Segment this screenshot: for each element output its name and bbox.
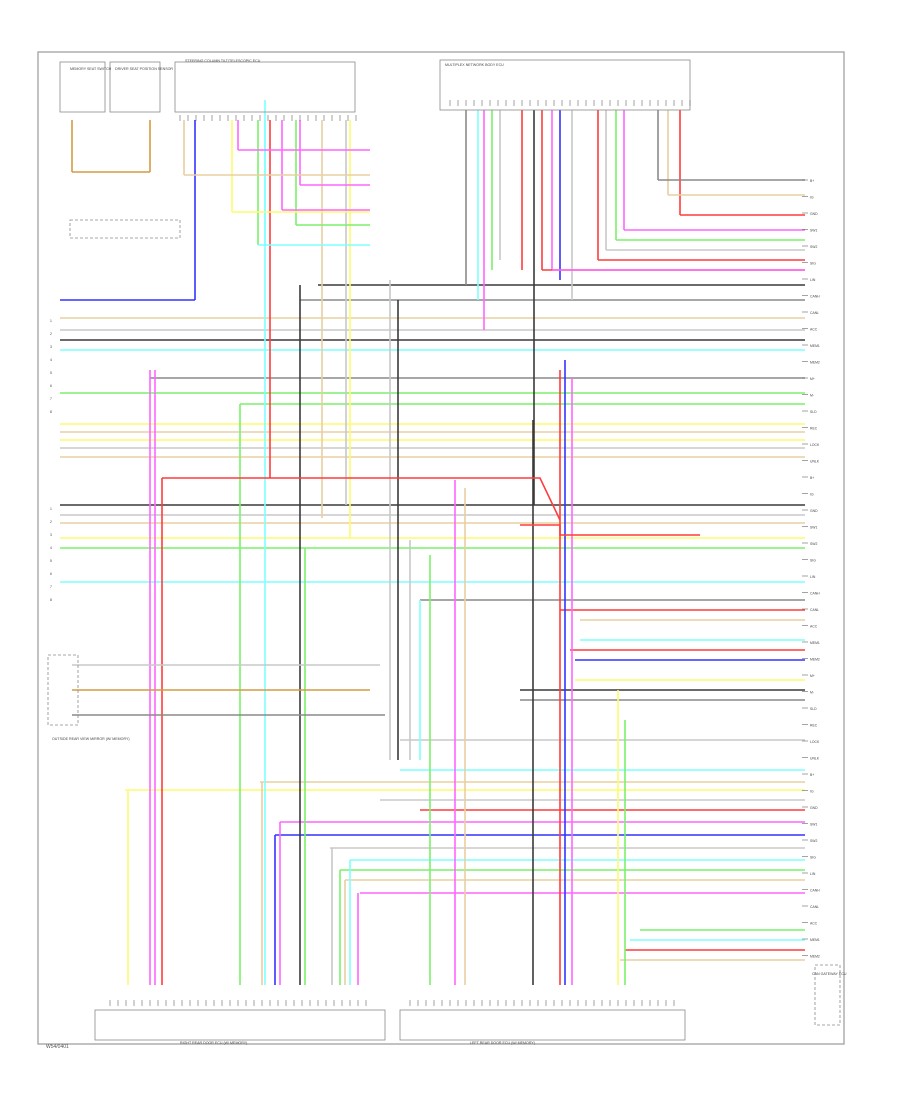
- pin-label-377: RIGHT REAR DOOR ECU (W/ MEMORY): [180, 1041, 247, 1045]
- component-box-138: [47, 654, 79, 726]
- pin-label-329: GND: [810, 509, 818, 513]
- diagram-code: W54/0401: [46, 1044, 69, 1050]
- pin-label-313: SW2: [810, 245, 817, 249]
- pin-label-376: MULTIPLEX NETWORK BODY ECU: [445, 63, 504, 67]
- pin-label-349: SW2: [810, 839, 817, 843]
- pin-label-331: SW2: [810, 542, 817, 546]
- pin-label-338: MEM2: [810, 658, 820, 662]
- pin-label-365: 1: [50, 507, 52, 511]
- pin-label-342: REC: [810, 724, 818, 728]
- pin-label-372: 8: [50, 598, 52, 602]
- pin-label-332: SIG: [810, 559, 816, 563]
- pin-label-340: M-: [810, 691, 814, 695]
- wire-layer: [60, 100, 805, 985]
- component-boxes: [47, 59, 841, 1041]
- pin-label-319: MEM1: [810, 344, 820, 348]
- pin-label-333: LIN: [810, 575, 816, 579]
- component-box-131: [59, 61, 106, 113]
- pin-label-374: DRIVER SEAT POSITION SENSOR: [115, 67, 173, 71]
- component-box-133: [174, 61, 356, 113]
- pin-label-316: CANH: [810, 295, 820, 299]
- wire-red-127: [162, 477, 561, 521]
- pin-label-337: MEM1: [810, 641, 820, 645]
- pin-label-343: LOCK: [810, 740, 820, 744]
- wire-red-126: [520, 524, 700, 536]
- pin-label-323: SLD: [810, 410, 817, 414]
- pin-label-361: 5: [50, 371, 52, 375]
- pin-label-325: LOCK: [810, 443, 820, 447]
- pin-label-364: 8: [50, 410, 52, 414]
- pin-label-350: SIG: [810, 856, 816, 860]
- pin-label-312: SW1: [810, 229, 817, 233]
- pin-label-363: 7: [50, 397, 52, 401]
- pin-label-348: SW1: [810, 823, 817, 827]
- pin-label-351: LIN: [810, 872, 816, 876]
- pin-label-328: IG: [810, 493, 814, 497]
- pin-label-344: UNLK: [810, 757, 820, 761]
- pin-label-310: IG: [810, 196, 814, 200]
- pin-label-330: SW1: [810, 526, 817, 530]
- component-box-136: [94, 1009, 386, 1041]
- pin-label-339: M+: [810, 674, 815, 678]
- pin-label-378: LEFT REAR DOOR ECU (W/ MEMORY): [470, 1041, 535, 1045]
- pin-label-317: CANL: [810, 311, 819, 315]
- pin-label-360: 4: [50, 358, 52, 362]
- pin-label-345: B+: [810, 773, 814, 777]
- component-box-132: [109, 61, 161, 113]
- pin-label-352: CANH: [810, 889, 820, 893]
- pin-label-327: B+: [810, 476, 814, 480]
- pin-label-326: UNLK: [810, 460, 820, 464]
- pin-label-368: 4: [50, 546, 52, 550]
- component-box-139: [814, 964, 841, 1026]
- component-labels: B+IGGNDSW1SW2SIGLINCANHCANLACCMEM1MEM2M+…: [50, 59, 847, 1045]
- pin-label-359: 3: [50, 345, 52, 349]
- component-box-135: [69, 219, 181, 239]
- outer-border: [37, 51, 845, 1045]
- pin-label-320: MEM2: [810, 361, 820, 365]
- connector-marks: [109, 100, 808, 1006]
- pin-label-311: GND: [810, 212, 818, 216]
- pin-label-315: LIN: [810, 278, 816, 282]
- pin-label-341: SLD: [810, 707, 817, 711]
- pin-label-353: CANL: [810, 905, 819, 909]
- pin-label-322: M-: [810, 394, 814, 398]
- pin-label-355: MEM1: [810, 938, 820, 942]
- pin-label-357: 1: [50, 319, 52, 323]
- pin-label-367: 3: [50, 533, 52, 537]
- component-box-134: [439, 59, 691, 111]
- pin-label-371: 7: [50, 585, 52, 589]
- pin-label-314: SIG: [810, 262, 816, 266]
- pin-label-379: CAN GATEWAY ECU: [812, 972, 847, 976]
- diagram-frames: [37, 51, 845, 1045]
- pin-label-354: ACC: [810, 922, 818, 926]
- pin-label-335: CANL: [810, 608, 819, 612]
- pin-label-373: MEMORY SEAT SWITCH: [70, 67, 112, 71]
- pin-label-346: IG: [810, 790, 814, 794]
- component-box-137: [399, 1009, 686, 1041]
- pin-label-358: 2: [50, 332, 52, 336]
- pin-label-362: 6: [50, 384, 52, 388]
- pin-label-336: ACC: [810, 625, 818, 629]
- pin-label-309: B+: [810, 179, 814, 183]
- pin-label-370: 6: [50, 572, 52, 576]
- pin-label-375: STEERING COLUMN TILT/TELESCOPIC ECU: [185, 59, 261, 63]
- pin-label-366: 2: [50, 520, 52, 524]
- pin-label-369: 5: [50, 559, 52, 563]
- pin-label-318: ACC: [810, 328, 818, 332]
- pin-label-334: CANH: [810, 592, 820, 596]
- pin-label-380: OUTSIDE REAR VIEW MIRROR (W/ MEMORY): [52, 737, 130, 741]
- pin-label-324: REC: [810, 427, 818, 431]
- pin-label-347: GND: [810, 806, 818, 810]
- pin-label-356: MEM2: [810, 955, 820, 959]
- pin-label-321: M+: [810, 377, 815, 381]
